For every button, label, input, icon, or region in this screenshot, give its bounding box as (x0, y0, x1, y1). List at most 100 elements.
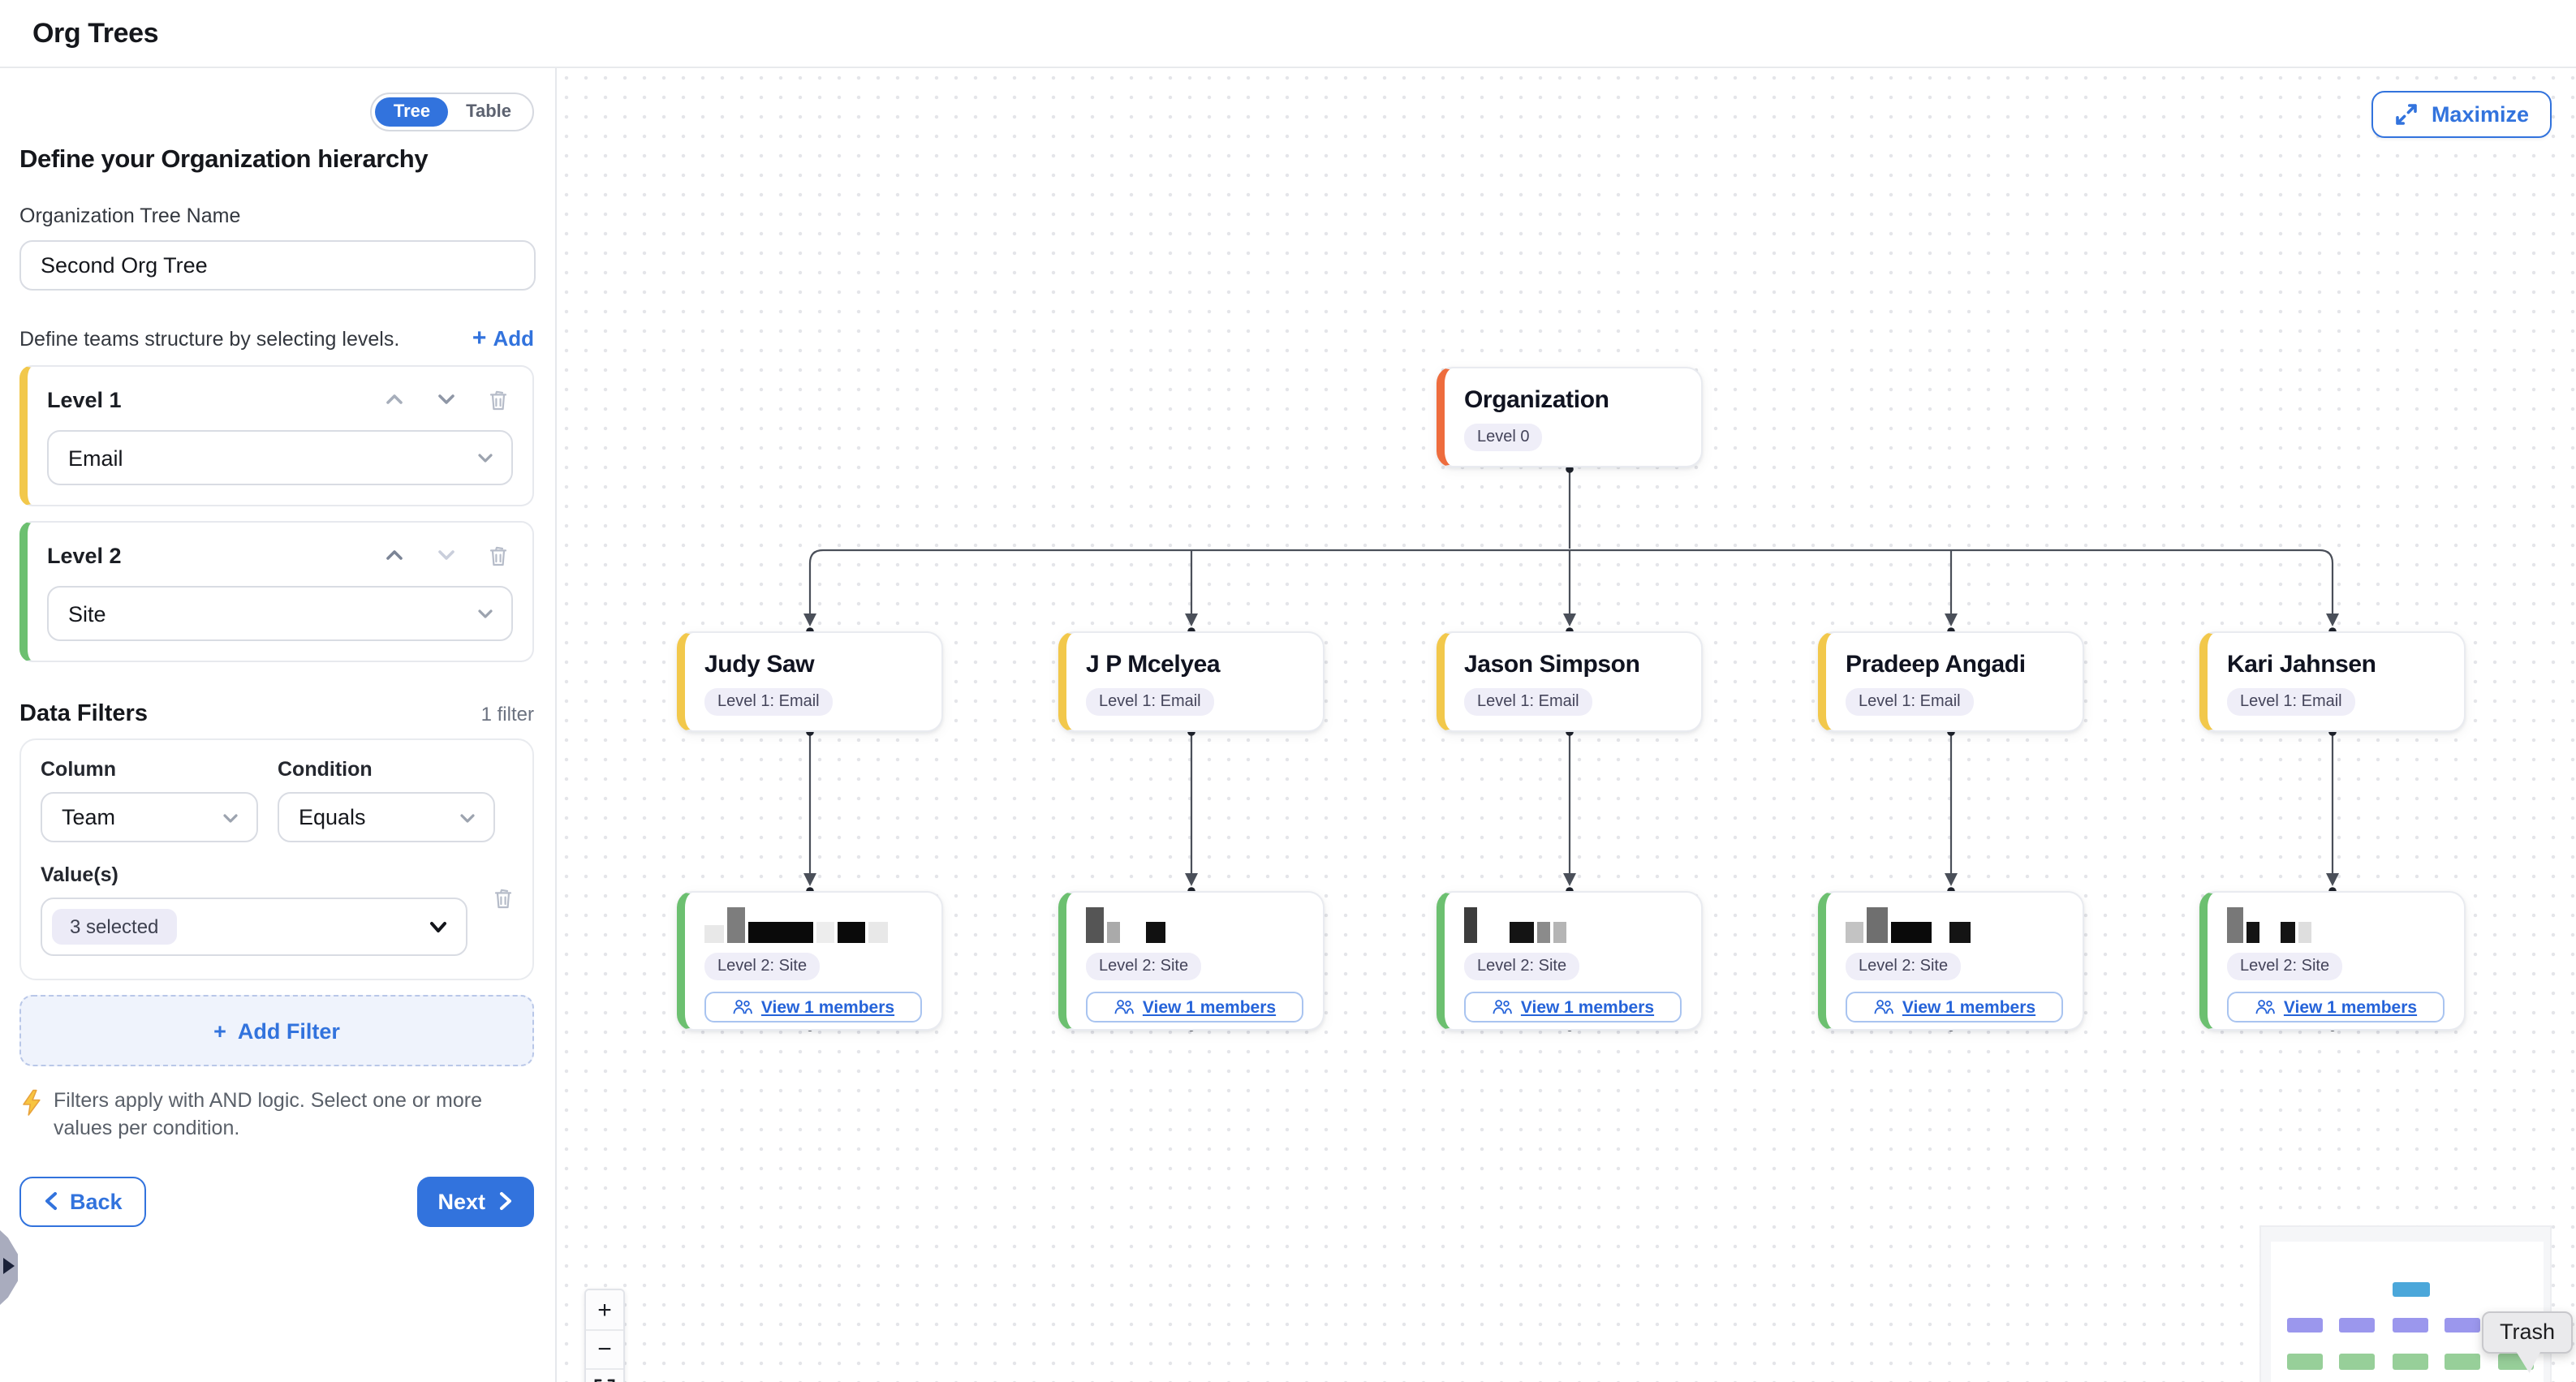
move-down-icon[interactable] (432, 540, 461, 570)
redacted-node-title (704, 907, 922, 943)
redacted-name-block (2246, 922, 2259, 943)
node-level-badge: Level 2: Site (1086, 953, 1202, 980)
members-icon (2255, 1000, 2275, 1014)
org-node-level2[interactable]: Level 2: Site View 1 members (1818, 891, 2084, 1031)
add-level-button[interactable]: + Add (472, 325, 534, 352)
view-members-button[interactable]: View 1 members (1086, 992, 1303, 1023)
expand-icon (2396, 104, 2417, 125)
org-node-level2[interactable]: Level 2: Site View 1 members (1058, 891, 1325, 1031)
org-node-level1[interactable]: Judy Saw Level 1: Email (677, 631, 943, 732)
redacted-name-block (1537, 922, 1550, 943)
minimap[interactable] (2259, 1225, 2552, 1382)
redacted-name-block (1146, 922, 1165, 943)
redacted-name-block (2263, 941, 2277, 943)
redacted-node-title (1464, 907, 1682, 943)
back-button[interactable]: Back (19, 1176, 147, 1227)
org-node-level1[interactable]: J P Mcelyea Level 1: Email (1058, 631, 1325, 732)
node-level-badge: Level 2: Site (2227, 953, 2343, 980)
zoom-out-button[interactable]: − (586, 1329, 623, 1368)
column-label: Column (41, 758, 117, 781)
add-filter-button[interactable]: + Add Filter (19, 995, 534, 1066)
redacted-name-block (2298, 922, 2311, 943)
level-2-select[interactable]: Site (47, 586, 513, 641)
tree-name-input[interactable] (19, 240, 536, 291)
node-title: J P Mcelyea (1086, 651, 1221, 678)
fit-view-button[interactable] (586, 1368, 623, 1382)
sidebar-collapse-handle[interactable] (0, 1230, 18, 1305)
minimap-level2-node (2393, 1354, 2428, 1370)
values-label: Value(s) (41, 863, 118, 886)
node-level-badge: Level 2: Site (1846, 953, 1962, 980)
maximize-button[interactable]: Maximize (2371, 91, 2552, 138)
next-button[interactable]: Next (416, 1176, 534, 1227)
redacted-name-block (2227, 907, 2243, 943)
sidebar: Tree Table Define your Organization hier… (0, 68, 557, 1382)
members-icon (1493, 1000, 1512, 1014)
view-members-button[interactable]: View 1 members (1846, 992, 2063, 1023)
node-level-badge: Level 1: Email (1464, 688, 1592, 716)
filter-card: Column Condition Team Equals Value(s) 3 … (19, 738, 534, 980)
node-level-badge: Level 2: Site (1464, 953, 1580, 980)
condition-select[interactable]: Equals (278, 792, 495, 842)
redacted-name-block (1935, 941, 1946, 943)
chevron-left-icon (45, 1192, 57, 1211)
values-select[interactable]: 3 selected (41, 898, 467, 956)
delete-level-icon[interactable] (484, 540, 513, 570)
zoom-in-button[interactable]: + (586, 1290, 623, 1329)
redacted-name-block (838, 922, 865, 943)
filters-note: Filters apply with AND logic. Select one… (54, 1089, 482, 1139)
view-members-button[interactable]: View 1 members (704, 992, 922, 1023)
node-title: Jason Simpson (1464, 651, 1640, 678)
view-members-button[interactable]: View 1 members (1464, 992, 1682, 1023)
minimap-level1-node (2445, 1318, 2480, 1332)
org-node-level2[interactable]: Level 2: Site View 1 members (1437, 891, 1703, 1031)
node-level-badge: Level 1: Email (704, 688, 833, 716)
move-down-icon[interactable] (432, 385, 461, 414)
move-up-icon[interactable] (380, 540, 409, 570)
level-1-name: Level 1 (47, 387, 122, 411)
chevron-right-icon (500, 1192, 511, 1211)
levels-hint: Define teams structure by selecting leve… (19, 327, 400, 350)
redacted-name-block (727, 907, 745, 943)
org-node-root[interactable]: Organization Level 0 (1437, 367, 1703, 467)
delete-level-icon[interactable] (484, 385, 513, 414)
move-up-icon[interactable] (380, 385, 409, 414)
plus-icon: + (213, 1018, 226, 1043)
chevron-down-icon (460, 813, 475, 822)
column-select[interactable]: Team (41, 792, 258, 842)
plus-icon: + (472, 325, 487, 352)
redacted-name-block (816, 922, 834, 943)
chevron-down-icon (223, 813, 238, 822)
redacted-name-block (2281, 922, 2295, 943)
org-chart-canvas[interactable]: Organization Level 0 Judy Saw Level 1: E… (557, 68, 2576, 1382)
view-members-button[interactable]: View 1 members (2227, 992, 2445, 1023)
node-title: Kari Jahnsen (2227, 651, 2376, 678)
level-card-1: Level 1 Email (19, 365, 534, 506)
lightning-icon (23, 1089, 41, 1116)
level-card-2: Level 2 Site (19, 521, 534, 662)
redacted-name-block (1464, 907, 1477, 943)
org-node-level1[interactable]: Pradeep Angadi Level 1: Email (1818, 631, 2084, 732)
minimap-level2-node (2339, 1354, 2375, 1370)
org-node-level2[interactable]: Level 2: Site View 1 members (2199, 891, 2466, 1031)
tooltip-label: Trash (2482, 1311, 2574, 1354)
level-1-select[interactable]: Email (47, 430, 513, 485)
redacted-name-block (748, 922, 813, 943)
redacted-node-title (2227, 907, 2445, 943)
org-node-level2[interactable]: Level 2: Site View 1 members (677, 891, 943, 1031)
redacted-name-block (1086, 907, 1104, 943)
redacted-node-title (1086, 907, 1303, 943)
chevron-down-icon (478, 454, 493, 463)
minimap-level1-node (2393, 1318, 2428, 1332)
delete-filter-icon[interactable] (489, 883, 518, 912)
redacted-name-block (1553, 922, 1566, 943)
toggle-tree[interactable]: Tree (375, 97, 449, 127)
condition-label: Condition (278, 758, 373, 781)
org-node-level1[interactable]: Kari Jahnsen Level 1: Email (2199, 631, 2466, 732)
toggle-table[interactable]: Table (466, 102, 511, 122)
redacted-name-block (1510, 922, 1534, 943)
org-node-level1[interactable]: Jason Simpson Level 1: Email (1437, 631, 1703, 732)
node-title: Organization (1464, 386, 1609, 414)
view-mode-toggle[interactable]: Tree Table (370, 93, 534, 131)
trash-tooltip: Trash (2482, 1311, 2574, 1373)
